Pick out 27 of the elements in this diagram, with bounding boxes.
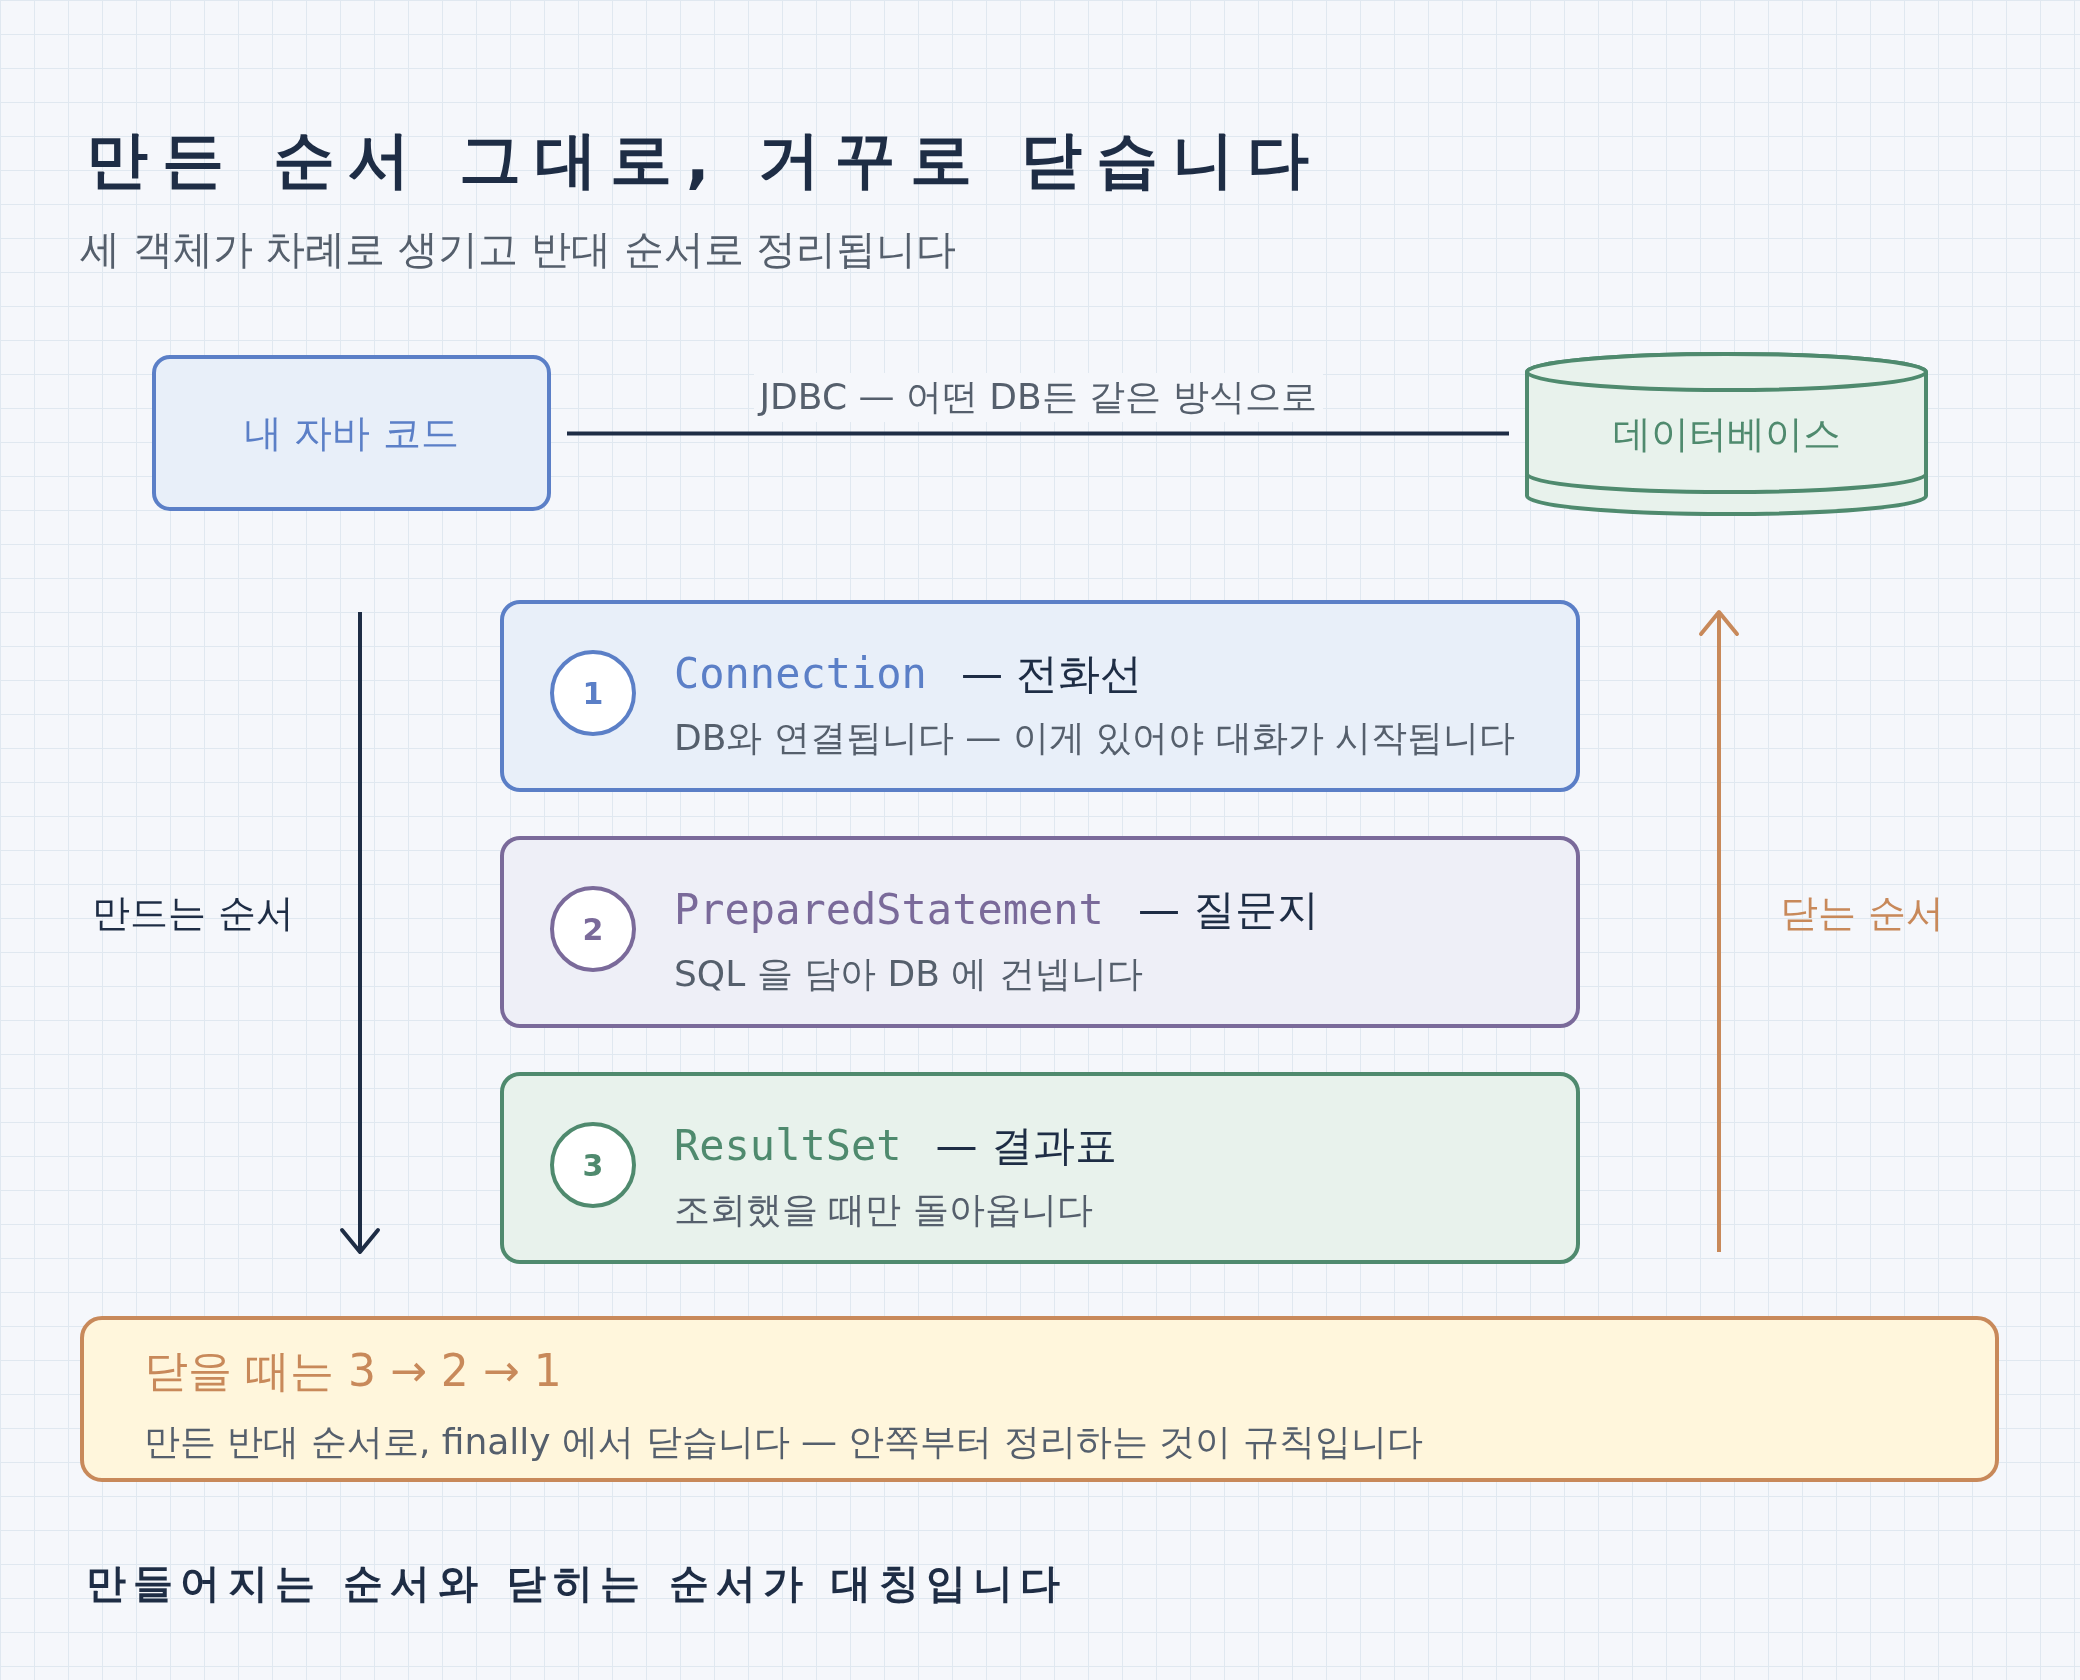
class-name: Connection (674, 649, 927, 698)
process-box (152, 355, 551, 511)
description: 조회했을 때만 돌아옵니다 (674, 1188, 1093, 1232)
note-heading: 닫을 때는 3 → 2 → 1 (144, 1344, 562, 1398)
step-number: 1 (550, 650, 636, 736)
role-label: — 결과표 (935, 1120, 1117, 1172)
step-card (500, 1072, 1580, 1264)
subtitle: 세 객체가 차례로 생기고 반대 순서로 정리됩니다 (80, 225, 957, 274)
direction-label: 만드는 순서 (92, 890, 295, 937)
step-number: 3 (550, 1122, 636, 1208)
node-label: 데이터베이스 (1612, 410, 1841, 458)
class-name: ResultSet (674, 1121, 902, 1170)
role-label: — 질문지 (1137, 884, 1320, 936)
step-card (500, 836, 1580, 1028)
step-card (500, 600, 1580, 792)
step-number: 2 (550, 886, 636, 972)
role-label: — 전화선 (960, 648, 1143, 700)
note-box (80, 1316, 1999, 1482)
description: SQL 을 담아 DB 에 건넵니다 (674, 952, 1143, 996)
description: DB와 연결됩니다 — 이게 있어야 대화가 시작됩니다 (674, 716, 1516, 760)
node-label: 내 자바 코드 (244, 409, 459, 457)
title: 만든 순서 그대로, 거꾸로 닫습니다 (86, 122, 1324, 198)
direction-label: 닫는 순서 (1780, 890, 1945, 937)
edge-label: JDBC — 어떤 DB든 같은 방식으로 (753, 372, 1323, 422)
class-name: PreparedStatement (674, 885, 1104, 934)
caption: 만들어지는 순서와 닫히는 순서가 대칭입니다 (86, 1559, 1068, 1608)
note-text: 만든 반대 순서로, finally 에서 닫습니다 — 안쪽부터 정리하는 것이 규칙입니다 (144, 1420, 1423, 1464)
